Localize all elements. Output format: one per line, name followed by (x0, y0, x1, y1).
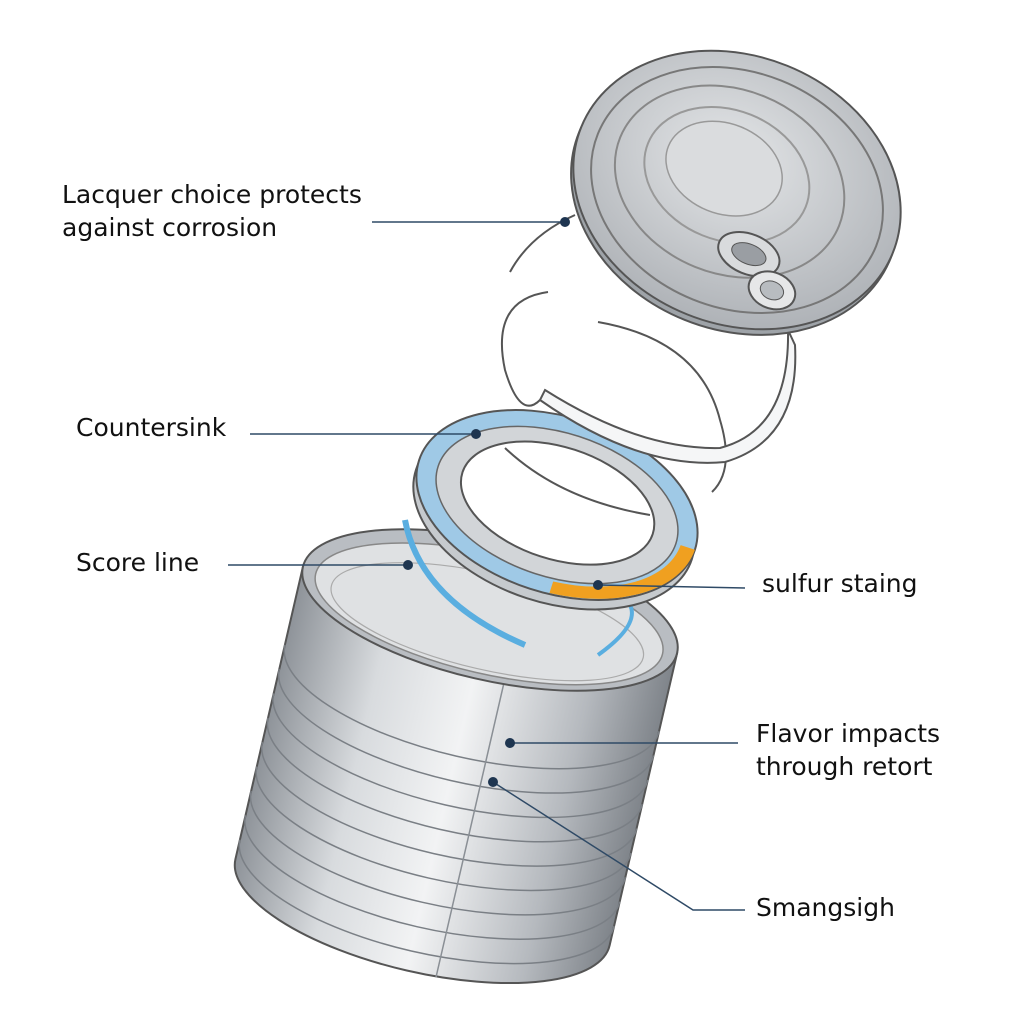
lid-band (538, 329, 797, 464)
label-flavor-impacts: Flavor impacts through retort (756, 719, 941, 781)
label-sulfur-staining: sulfur staing (762, 569, 918, 598)
label-lacquer: Lacquer choice protects against corrosio… (62, 180, 362, 242)
leader-lines (228, 221, 746, 911)
lid (570, 49, 902, 336)
pull-tab (717, 231, 797, 311)
score-line-strip (402, 519, 527, 648)
leader-dots (403, 217, 603, 787)
label-score-line: Score line (76, 548, 200, 577)
countersink-ring (412, 409, 699, 611)
label-smangsigh: Smangsigh (756, 893, 895, 922)
label-countersink: Countersink (76, 413, 227, 442)
